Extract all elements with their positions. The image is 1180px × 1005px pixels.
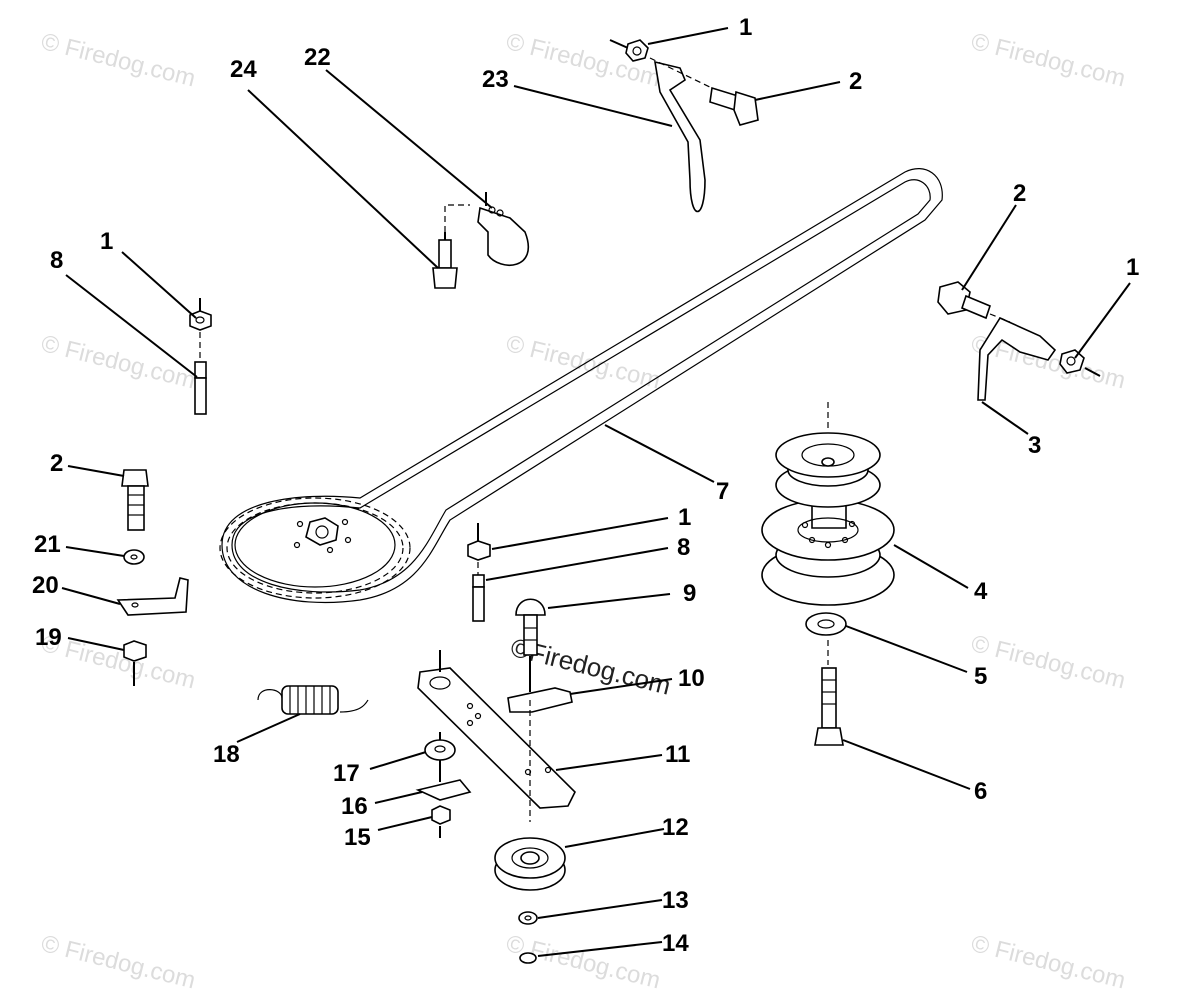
callout-22: 22 [304, 44, 331, 71]
pulley-4 [761, 402, 895, 606]
callout-19: 19 [35, 624, 62, 651]
washer-5 [805, 612, 847, 665]
callout-9: 9 [683, 580, 697, 607]
belt-7 [219, 168, 943, 604]
stud-8-center [472, 574, 485, 622]
callout-18: 18 [213, 741, 240, 768]
callout-4: 4 [974, 578, 988, 605]
nut-1-right [1059, 349, 1101, 377]
callout-2: 2 [1013, 180, 1027, 207]
callout-6: 6 [974, 778, 988, 805]
idler-pulley-12 [494, 700, 566, 891]
nut-1-center [467, 523, 491, 575]
idler-arm-11 [417, 650, 576, 809]
callout-17: 17 [333, 760, 360, 787]
callout-3: 3 [1028, 432, 1042, 459]
callout-23: 23 [482, 66, 509, 93]
nut-1-top [609, 39, 649, 62]
clip-16 [415, 760, 472, 801]
callout-14: 14 [662, 930, 689, 957]
callout-5: 5 [974, 663, 988, 690]
callout-24: 24 [230, 56, 257, 83]
callout-1: 1 [1126, 254, 1140, 281]
stud-8-left [194, 361, 207, 415]
callout-21: 21 [34, 531, 61, 558]
clip-20 [116, 577, 189, 616]
callout-12: 12 [662, 814, 689, 841]
bolt-2-right [937, 281, 1011, 323]
washer-21 [123, 549, 145, 565]
nut-19 [123, 640, 147, 686]
spring-18 [257, 685, 369, 715]
bolt-2-top [709, 86, 759, 126]
bolt-24 [432, 232, 458, 289]
callout-1: 1 [678, 504, 692, 531]
bracket-3 [977, 316, 1057, 401]
bracket-23 [649, 57, 721, 213]
bolt-2-left [121, 469, 149, 531]
washer-14 [519, 952, 537, 964]
callout-1: 1 [100, 228, 114, 255]
callout-11: 11 [665, 741, 691, 768]
bracket-10 [507, 656, 573, 713]
callout-13: 13 [662, 887, 689, 914]
callout-1: 1 [739, 14, 753, 41]
bracket-22 [444, 192, 530, 266]
callout-10: 10 [678, 665, 705, 692]
callout-16: 16 [341, 793, 368, 820]
callout-20: 20 [32, 572, 59, 599]
leader-lines [61, 27, 1131, 957]
callout-8: 8 [50, 247, 64, 274]
nut-15 [431, 805, 451, 838]
nut-1-left [189, 298, 212, 358]
callout-8: 8 [677, 534, 691, 561]
callout-2: 2 [849, 68, 863, 95]
washer-17 [424, 732, 456, 761]
callout-15: 15 [344, 824, 371, 851]
washer-13 [518, 911, 538, 925]
callout-7: 7 [716, 478, 730, 505]
callout-2: 2 [50, 450, 64, 477]
bolt-6 [814, 667, 844, 746]
bolt-9 [515, 598, 546, 656]
